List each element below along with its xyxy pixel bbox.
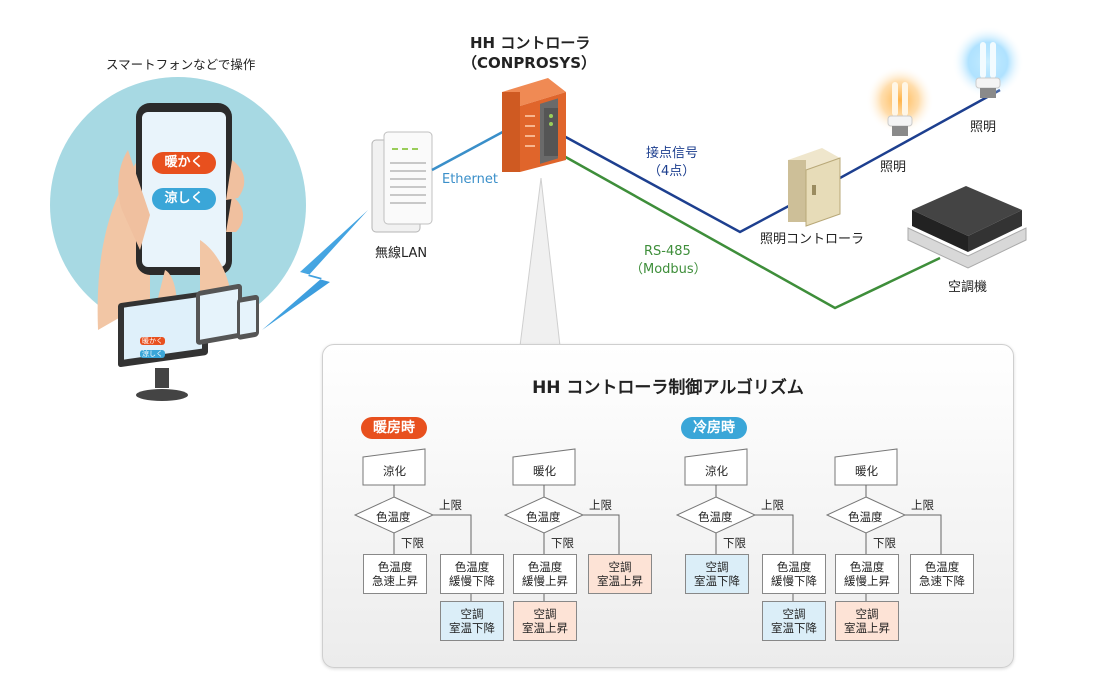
box-line: 室温上昇: [522, 621, 568, 635]
zoom-pointer: [519, 177, 561, 347]
flow2-left-box2: 空調室温上昇: [513, 601, 577, 641]
box-line: 色温度: [454, 559, 490, 574]
flow2-right-box: 空調室温上昇: [588, 554, 652, 594]
rs485-label: RS-485: [644, 244, 691, 259]
cool-button[interactable]: 涼しく: [152, 188, 216, 210]
flow3-left-box: 空調室温下降: [685, 554, 749, 594]
cool-light-label: 照明: [970, 120, 997, 135]
warm-light-bulb-icon: [866, 66, 934, 136]
box-line: 空調: [855, 606, 879, 621]
wireless-lan-label: 無線LAN: [375, 246, 428, 261]
devices-icon: [118, 283, 259, 401]
flow1-right-box2: 空調室温下降: [440, 601, 504, 641]
flow4-left-box: 色温度緩慢上昇: [835, 554, 899, 594]
flow4-lower: 下限: [873, 536, 896, 550]
box-line: 緩慢下降: [449, 574, 495, 588]
box-line: 色温度: [527, 559, 563, 574]
lighting-controller-label: 照明コントローラ: [760, 232, 865, 247]
warm-light-label: 照明: [880, 160, 907, 175]
box-line: 色温度: [776, 559, 812, 574]
box-line: 室温上昇: [597, 574, 643, 588]
mini-warm-label: 暖かく: [140, 337, 165, 346]
contact-count-label: （4点）: [648, 164, 696, 179]
box-line: 緩慢上昇: [844, 574, 890, 588]
box-line: 緩慢下降: [771, 574, 817, 588]
cooling-label: 冷房時: [681, 417, 747, 439]
box-line: 空調: [782, 606, 806, 621]
box-line: 室温下降: [771, 621, 817, 635]
flow2-lower: 下限: [551, 536, 574, 550]
flowchart-connectors: [353, 448, 942, 601]
box-line: 室温下降: [694, 574, 740, 588]
box-line: 空調: [460, 606, 484, 621]
flow2-upper: 上限: [589, 498, 612, 512]
flow3-right-box: 色温度緩慢下降: [762, 554, 826, 594]
box-line: 空調: [705, 559, 729, 574]
flow3-lower: 下限: [723, 536, 746, 550]
box-line: 空調: [608, 559, 632, 574]
box-line: 色温度: [924, 559, 960, 574]
flow4-input: 暖化: [855, 464, 878, 478]
flow4-decision: 色温度: [848, 510, 883, 524]
controller-subtitle: （CONPROSYS）: [462, 54, 597, 72]
flow3-right-box2: 空調室温下降: [762, 601, 826, 641]
flow1-lower: 下限: [401, 536, 424, 550]
flow1-upper: 上限: [439, 498, 462, 512]
flow4-right-box: 色温度急速下降: [910, 554, 974, 594]
box-line: 色温度: [849, 559, 885, 574]
algorithm-panel: HH コントローラ制御アルゴリズム 暖房時 冷房時: [322, 344, 1014, 668]
hh-controller-icon: [502, 78, 566, 172]
phone-caption: スマートフォンなどで操作: [106, 57, 256, 72]
box-line: 室温下降: [449, 621, 495, 635]
cool-light-bulb-icon: [952, 26, 1024, 98]
lighting-controller-icon: [788, 148, 841, 227]
flow1-decision: 色温度: [376, 510, 411, 524]
rs485-line: [561, 153, 941, 310]
flow3-decision: 色温度: [698, 510, 733, 524]
flow1-input: 涼化: [383, 464, 406, 478]
box-line: 室温上昇: [844, 621, 890, 635]
ethernet-cable-line: [431, 126, 511, 172]
box-line: 急速上昇: [372, 574, 418, 588]
flow3-input: 涼化: [705, 464, 728, 478]
air-conditioner-icon: [907, 186, 1027, 269]
flow2-left-box: 色温度緩慢上昇: [513, 554, 577, 594]
warm-button[interactable]: 暖かく: [152, 152, 216, 174]
flow2-decision: 色温度: [526, 510, 561, 524]
flow1-right-box: 色温度緩慢下降: [440, 554, 504, 594]
wireless-lan-router-icon: [371, 131, 433, 233]
flow1-left-box: 色温度急速上昇: [363, 554, 427, 594]
algorithm-title: HH コントローラ制御アルゴリズム: [532, 378, 804, 398]
flow2-input: 暖化: [533, 464, 556, 478]
box-line: 急速下降: [919, 574, 965, 588]
aircon-label: 空調機: [948, 280, 988, 295]
flow4-upper: 上限: [911, 498, 934, 512]
contact-signal-line: [561, 88, 1001, 234]
flow3-upper: 上限: [761, 498, 784, 512]
modbus-label: （Modbus）: [630, 262, 707, 277]
contact-signal-label: 接点信号: [646, 146, 699, 161]
box-line: 緩慢上昇: [522, 574, 568, 588]
box-line: 色温度: [377, 559, 413, 574]
box-line: 空調: [533, 606, 557, 621]
heating-label: 暖房時: [361, 417, 427, 439]
mini-cool-label: 涼しく: [140, 350, 165, 359]
flow4-left-box2: 空調室温上昇: [835, 601, 899, 641]
controller-title: HH コントローラ: [470, 34, 591, 52]
ethernet-label: Ethernet: [442, 172, 498, 187]
